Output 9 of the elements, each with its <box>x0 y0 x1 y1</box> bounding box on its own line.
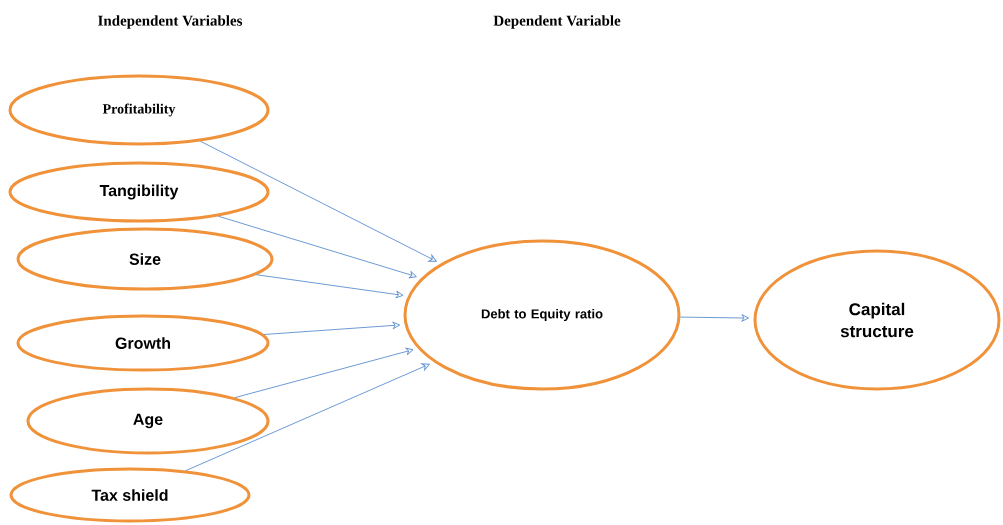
arrow <box>234 347 414 399</box>
arrow <box>217 215 417 279</box>
column-heading: Dependent Variable <box>493 15 621 29</box>
arrow <box>185 363 430 472</box>
arrow <box>680 314 749 322</box>
column-heading: Independent Variables <box>98 15 243 29</box>
arrow <box>255 274 404 299</box>
arrow <box>263 321 401 335</box>
arrow <box>200 140 437 262</box>
